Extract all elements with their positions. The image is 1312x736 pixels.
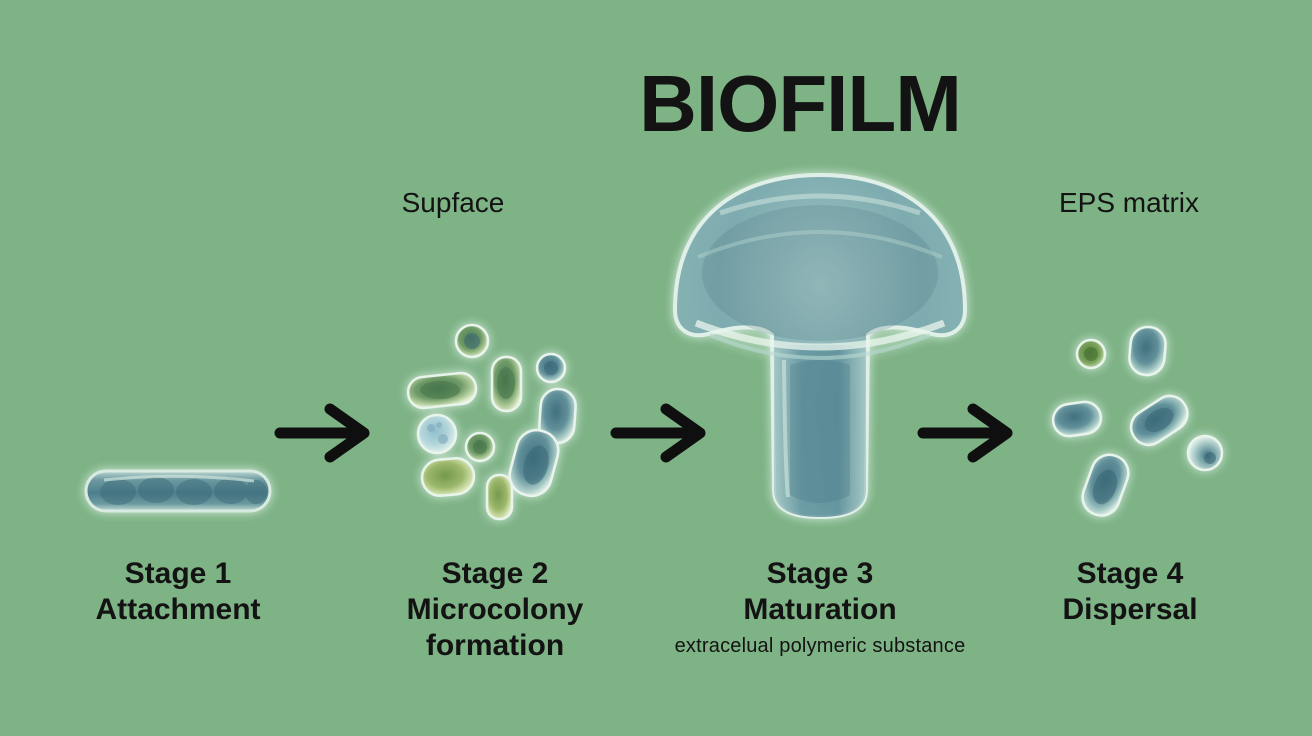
arrow-right-icon bbox=[917, 403, 1013, 463]
stage-1-label: Attachment bbox=[95, 593, 261, 626]
eps-substance-label: extracelual polymeric substance bbox=[674, 635, 966, 657]
stage-3-caption: Stage 3 Maturation extracelual polymeric… bbox=[675, 556, 966, 658]
stage-2-label: Microcolony bbox=[406, 593, 584, 626]
surface-label: Supface bbox=[401, 187, 505, 218]
microcolony-illustration bbox=[406, 323, 577, 521]
stage-2-name: Stage 2 bbox=[441, 557, 549, 590]
dispersal-cells-illustration bbox=[1051, 325, 1224, 517]
stage-1-name: Stage 1 bbox=[124, 557, 232, 590]
mushroom-biofilm-illustration bbox=[672, 172, 968, 520]
stage-1-caption: Stage 1 Attachment bbox=[95, 556, 260, 628]
stage-2-label-line2: formation bbox=[425, 629, 565, 662]
arrow-right-icon bbox=[610, 403, 706, 463]
stage-4-caption: Stage 4 Dispersal bbox=[1062, 556, 1197, 628]
diagram-title: BIOFILM bbox=[639, 59, 962, 148]
stage-3-name: Stage 3 bbox=[766, 557, 874, 590]
stage-3-label: Maturation bbox=[743, 593, 897, 626]
eps-matrix-label: EPS matrix bbox=[1058, 187, 1200, 218]
single-bacterium-illustration bbox=[84, 469, 272, 513]
stage-2-caption: Stage 2 Microcolony formation bbox=[407, 556, 584, 664]
stage-4-name: Stage 4 bbox=[1076, 557, 1184, 590]
arrow-right-icon bbox=[274, 403, 370, 463]
stage-4-label: Dispersal bbox=[1062, 593, 1198, 626]
